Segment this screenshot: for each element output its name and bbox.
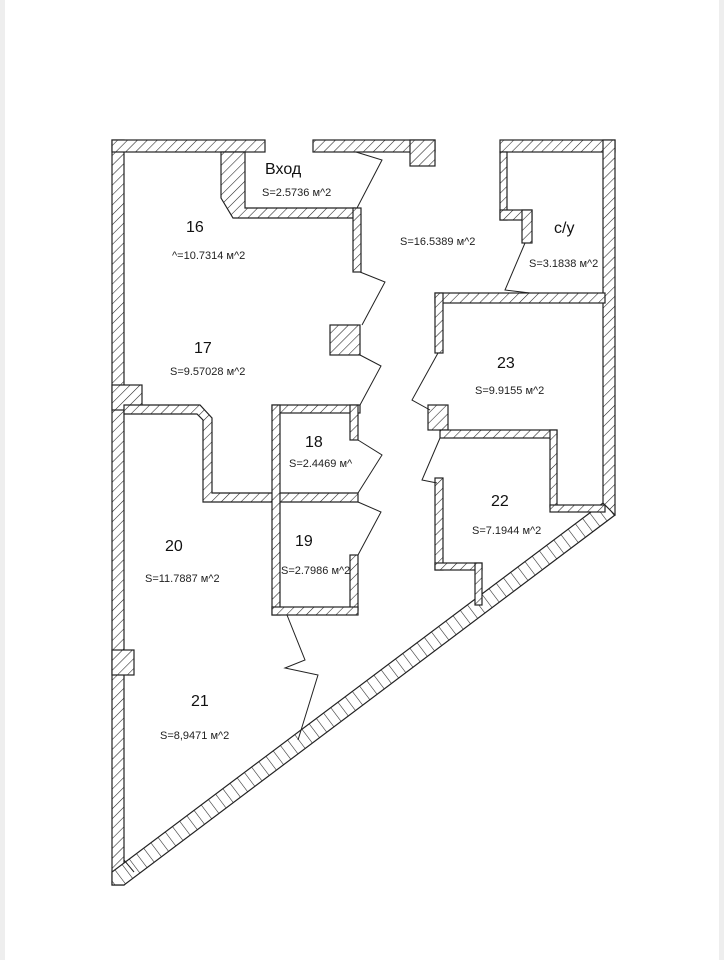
room-area-20: S=11.7887 м^2 — [145, 573, 220, 585]
page-margin-right — [719, 0, 724, 960]
room-area-corridor: S=16.5389 м^2 — [400, 236, 475, 248]
room-area-18: S=2.4469 м^ — [289, 458, 353, 470]
page-margin-left — [0, 0, 5, 960]
room-area-22: S=7.1944 м^2 — [472, 525, 541, 537]
room-labels: Вход S=2.5736 м^2 16 ^=10.7314 м^2 S=16.… — [145, 161, 598, 742]
room-area-entrance: S=2.5736 м^2 — [262, 187, 331, 199]
room-label-21: 21 — [191, 693, 209, 710]
room-label-17: 17 — [194, 340, 212, 357]
room-area-wc: S=3.1838 м^2 — [529, 258, 598, 270]
room-label-20: 20 — [165, 538, 183, 555]
room-area-19: S=2.7986 м^2 — [281, 565, 350, 577]
door-swings — [123, 151, 531, 873]
room-area-21: S=8,9471 м^2 — [160, 730, 229, 742]
room-label-wc: с/у — [554, 220, 574, 237]
room-label-19: 19 — [295, 533, 313, 550]
walls — [111, 139, 616, 886]
room-label-22: 22 — [491, 493, 509, 510]
room-area-23: S=9.9155 м^2 — [475, 385, 544, 397]
room-label-entrance: Вход — [265, 161, 302, 178]
room-label-16: 16 — [186, 219, 204, 236]
room-label-23: 23 — [497, 355, 515, 372]
room-label-18: 18 — [305, 434, 323, 451]
room-area-16: ^=10.7314 м^2 — [172, 250, 245, 262]
room-area-17: S=9.57028 м^2 — [170, 366, 245, 378]
